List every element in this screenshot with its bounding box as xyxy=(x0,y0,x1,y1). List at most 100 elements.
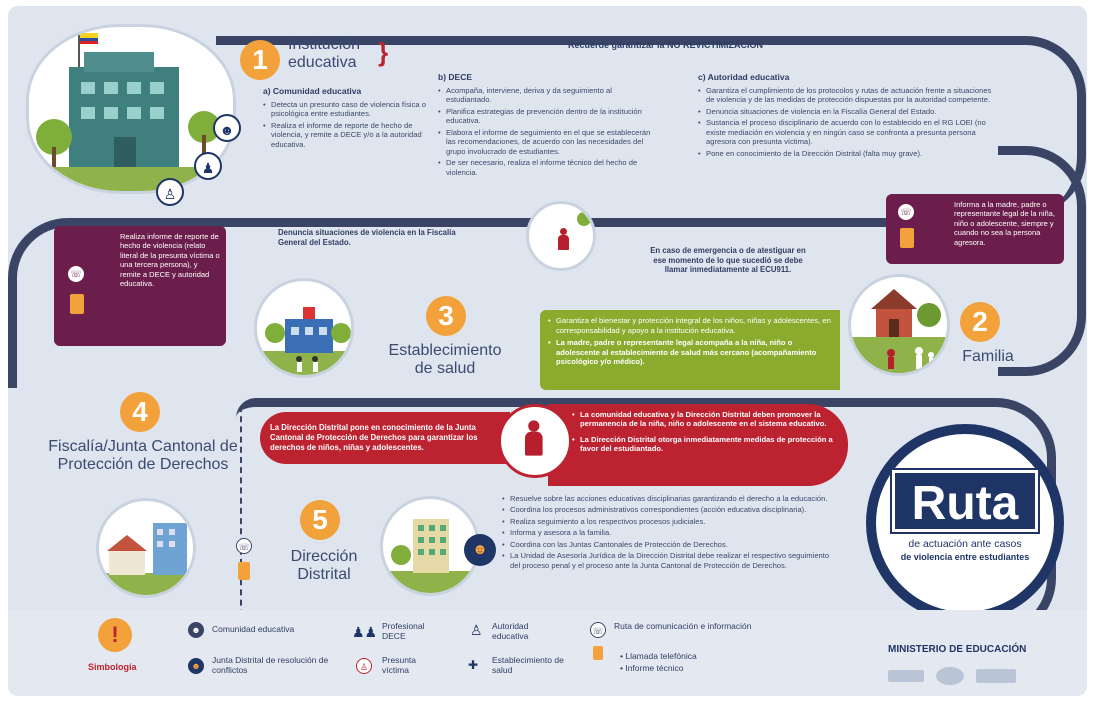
tree-icon xyxy=(577,212,591,226)
junta-icon: ☻ xyxy=(188,658,204,674)
step-title-2: Familia xyxy=(962,348,1014,365)
authority-icon: ♙ xyxy=(156,178,184,206)
victim-circle xyxy=(526,201,596,271)
legend-llamada: • Llamada telefónica xyxy=(620,651,697,661)
col-c-item: Garantiza el cumplimiento de los protoco… xyxy=(698,86,998,105)
informa-box: ☏ Informa a la madre, padre o representa… xyxy=(886,194,1064,264)
legend-victima: Presunta víctima xyxy=(382,655,417,675)
distrital-item: Realiza seguimiento a los respectivos pr… xyxy=(502,517,830,527)
realiza-text: Realiza informe de reporte de hecho de v… xyxy=(120,232,220,288)
col-dece: b) DECE Acompaña, interviene, deriva y d… xyxy=(438,72,658,179)
distrital-item: La Unidad de Asesoría Jurídica de la Dir… xyxy=(502,551,830,570)
legend-title: Simbología xyxy=(88,662,137,672)
legend-ruta-com: Ruta de comunicación e información xyxy=(614,621,752,631)
authority-icon: ♙ xyxy=(470,622,483,638)
col-c-item: Pone en conocimiento de la Dirección Dis… xyxy=(698,149,998,159)
distrital-item: Coordina con las Juntas Cantonales de Pr… xyxy=(502,540,830,550)
ministerio-label: MINISTERIO DE EDUCACIÓN xyxy=(888,644,1027,655)
ruta-line2: de violencia entre estudiantes xyxy=(900,552,1030,562)
distrital-list: Resuelve sobre las acciones educativas d… xyxy=(502,494,830,572)
legend-alert-icon: ! xyxy=(98,618,132,652)
distrital-illustration xyxy=(380,496,480,596)
col-c-item: Denuncia situaciones de violencia en la … xyxy=(698,107,998,117)
green-item: Garantiza el bienestar y protección inte… xyxy=(548,316,832,336)
red-left-text: La Dirección Distrital pone en conocimie… xyxy=(270,423,478,452)
distrital-item: Resuelve sobre las acciones educativas d… xyxy=(502,494,830,504)
col-a-item: Realiza el informe de reporte de hecho d… xyxy=(263,121,433,149)
report-icon xyxy=(593,646,603,660)
col-b-item: De ser necesario, realiza el informe téc… xyxy=(438,158,658,177)
report-icon xyxy=(900,228,914,248)
red-left-box: La Dirección Distrital pone en conocimie… xyxy=(260,412,510,464)
informa-text: Informa a la madre, padre o representant… xyxy=(954,200,1055,247)
no-revictimization-banner: Recuerde garantizar la NO REVICTIMIZACIÓ… xyxy=(568,40,764,50)
step-number-4: 4 xyxy=(120,392,160,432)
family-illustration xyxy=(848,274,950,376)
legend-informe: • Informe técnico xyxy=(620,663,684,673)
legend-establecimiento: Establecimiento de salud xyxy=(492,655,564,675)
col-autoridad: c) Autoridad educativa Garantiza el cump… xyxy=(698,72,998,160)
step-title-1: Institución educativa xyxy=(288,36,361,71)
legend-comunidad: Comunidad educativa xyxy=(212,624,295,634)
emergencia-text: En caso de emergencia o de atestiguar en… xyxy=(650,246,806,275)
ruta-line1: de actuación ante casos xyxy=(908,538,1022,550)
dece-professional-icon: ♟ xyxy=(194,152,222,180)
step-number-3: 3 xyxy=(426,296,466,336)
col-c-heading: c) Autoridad educativa xyxy=(698,72,790,82)
victim-icon xyxy=(557,228,569,250)
brace-icon: } xyxy=(378,37,389,67)
step-title-4: Fiscalía/Junta Cantonal de Protección de… xyxy=(48,438,238,473)
road-top-dash xyxy=(238,40,1018,42)
red-right-box: La comunidad educativa y la Dirección Di… xyxy=(548,404,848,486)
distrital-item: Coordina los procesos administrativos co… xyxy=(502,505,830,515)
red-right-item: La comunidad educativa y la Dirección Di… xyxy=(572,410,838,429)
community-icon: ☻ xyxy=(213,114,241,142)
realiza-box: ☏ Realiza informe de reporte de hecho de… xyxy=(54,226,226,346)
road-left-dash xyxy=(240,406,242,626)
dece-professional-icon: ♟♟ xyxy=(352,624,378,640)
road-middle-dash xyxy=(48,222,998,224)
health-illustration xyxy=(254,278,354,378)
school-illustration xyxy=(26,24,236,194)
phone-icon: ☏ xyxy=(590,622,606,638)
road-right-loop xyxy=(998,146,1086,376)
step-number-5: 5 xyxy=(300,500,340,540)
legend-junta: Junta Distrital de resolución de conflic… xyxy=(212,655,329,675)
col-b-item: Elabora el informe de seguimiento en el … xyxy=(438,128,658,156)
phone-icon: ☏ xyxy=(236,538,252,554)
fiscalia-illustration xyxy=(96,498,196,598)
victim-circle-2 xyxy=(498,404,572,478)
step-title-3: Establecimiento de salud xyxy=(388,342,502,377)
victim-icon: ♙ xyxy=(356,658,372,674)
phone-icon: ☏ xyxy=(898,204,914,220)
denuncia-label: Denuncia situaciones de violencia en la … xyxy=(278,228,456,247)
legend-panel: ! Simbología ☻ Comunidad educativa ☻ Jun… xyxy=(8,610,1087,696)
legend-profesional: Profesional DECE xyxy=(382,621,425,641)
report-icon xyxy=(238,562,250,580)
distrital-item: Informa y asesora a la familia. xyxy=(502,528,830,538)
red-right-item: La Dirección Distrital otorga inmediatam… xyxy=(572,435,838,454)
col-comunidad: a) Comunidad educativa Detecta un presun… xyxy=(263,86,433,151)
government-logos xyxy=(888,666,1048,686)
step-title-5: Dirección Distrital xyxy=(290,548,358,583)
road-lower-dash xyxy=(248,402,1008,404)
green-item: La madre, padre o representante legal ac… xyxy=(548,338,832,368)
health-icon: ✚ xyxy=(468,658,479,672)
step-number-1: 1 xyxy=(240,40,280,80)
community-icon: ☻ xyxy=(188,622,204,638)
col-c-item: Sustancia el proceso disciplinario de ac… xyxy=(698,118,998,146)
legend-autoridad: Autoridad educativa xyxy=(492,621,529,641)
victim-icon xyxy=(523,420,543,456)
col-b-item: Acompaña, interviene, deriva y da seguim… xyxy=(438,86,658,105)
ruta-badge: Ruta de actuación ante casos de violenci… xyxy=(866,424,1064,622)
report-icon xyxy=(70,294,84,314)
ruta-word: Ruta xyxy=(890,468,1040,534)
col-a-heading: a) Comunidad educativa xyxy=(263,86,362,96)
step-number-2: 2 xyxy=(960,302,1000,342)
junta-icon: ☻ xyxy=(464,534,496,566)
infographic-poster: ☻ ♟ ♙ 1 Institución educativa } Recuerde… xyxy=(8,6,1087,696)
col-b-heading: b) DECE xyxy=(438,72,472,82)
phone-icon: ☏ xyxy=(68,266,84,282)
col-a-item: Detecta un presunto caso de violencia fí… xyxy=(263,100,433,119)
green-box: Garantiza el bienestar y protección inte… xyxy=(540,310,840,390)
